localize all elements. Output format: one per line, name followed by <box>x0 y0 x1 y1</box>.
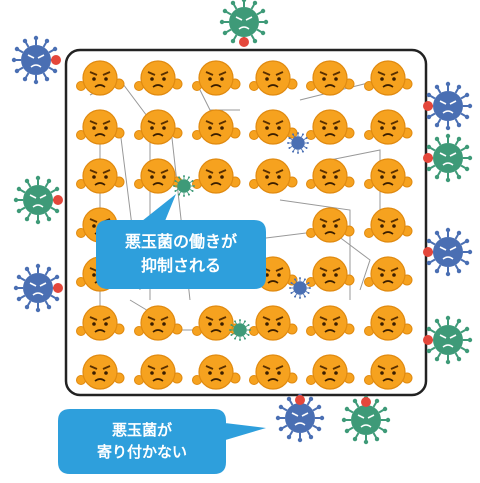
good-bacteria-face-icon <box>249 60 298 96</box>
good-bacteria-face-icon <box>364 305 413 341</box>
callout-top-text: 悪玉菌の働きが 抑制される <box>96 219 266 289</box>
bad-bacteria-virus-icon <box>275 393 325 443</box>
good-bacteria-face-icon <box>76 109 125 145</box>
good-bacteria-face-icon <box>249 354 298 390</box>
good-bacteria-face-icon <box>364 109 413 145</box>
good-bacteria-face-icon <box>134 60 183 96</box>
good-bacteria-face-icon <box>134 158 183 194</box>
good-bacteria-face-icon <box>306 305 355 341</box>
good-bacteria-face-icon <box>76 305 125 341</box>
callout-bottom-line1: 悪玉菌が <box>111 421 172 439</box>
bad-bacteria-virus-icon <box>219 0 269 47</box>
callout-bottom-text: 悪玉菌が 寄り付かない <box>58 408 226 474</box>
good-bacteria-face-icon <box>192 354 241 390</box>
bad-bacteria-virus-icon <box>13 175 63 225</box>
good-bacteria-face-icon <box>306 158 355 194</box>
good-bacteria-face-icon <box>364 354 413 390</box>
good-bacteria-face-icon <box>306 354 355 390</box>
bad-bacteria-virus-icon <box>423 315 473 365</box>
bad-bacteria-virus-icon <box>229 319 251 341</box>
bad-bacteria-virus-icon <box>11 35 61 85</box>
bad-bacteria-virus-icon <box>423 81 473 131</box>
good-bacteria-face-icon <box>364 207 413 243</box>
bad-bacteria-virus-icon <box>287 132 309 154</box>
callout-bubble-bottom <box>58 409 266 474</box>
callout-top-line1: 悪玉菌の働きが <box>124 232 237 251</box>
bad-bacteria-virus-icon <box>13 263 63 313</box>
good-bacteria-face-icon <box>306 256 355 292</box>
bad-bacteria-virus-icon <box>341 395 391 445</box>
good-bacteria-face-icon <box>306 207 355 243</box>
callout-bubble-top <box>96 194 266 289</box>
bad-bacteria-virus-icon <box>423 133 473 183</box>
good-bacteria-face-icon <box>306 109 355 145</box>
bad-bacteria-group <box>11 0 473 445</box>
good-bacteria-face-icon <box>192 60 241 96</box>
good-bacteria-face-icon <box>249 109 298 145</box>
good-bacteria-face-icon <box>364 256 413 292</box>
callout-top-line2: 抑制される <box>140 256 221 275</box>
good-bacteria-face-icon <box>134 109 183 145</box>
good-bacteria-face-icon <box>76 354 125 390</box>
good-bacteria-face-icon <box>192 158 241 194</box>
callout-bottom-line2: 寄り付かない <box>96 443 187 461</box>
good-bacteria-face-icon <box>364 60 413 96</box>
bad-bacteria-virus-icon <box>173 175 195 197</box>
good-bacteria-face-icon <box>192 109 241 145</box>
good-bacteria-face-icon <box>364 158 413 194</box>
good-bacteria-face-icon <box>134 305 183 341</box>
good-bacteria-face-icon <box>306 60 355 96</box>
good-bacteria-face-icon <box>192 305 241 341</box>
bad-bacteria-virus-icon <box>423 227 473 277</box>
good-bacteria-face-icon <box>134 354 183 390</box>
bad-bacteria-virus-icon <box>289 277 311 299</box>
good-bacteria-group <box>76 60 413 390</box>
good-bacteria-face-icon <box>76 60 125 96</box>
good-bacteria-face-icon <box>249 158 298 194</box>
good-bacteria-face-icon <box>249 305 298 341</box>
good-bacteria-face-icon <box>76 158 125 194</box>
